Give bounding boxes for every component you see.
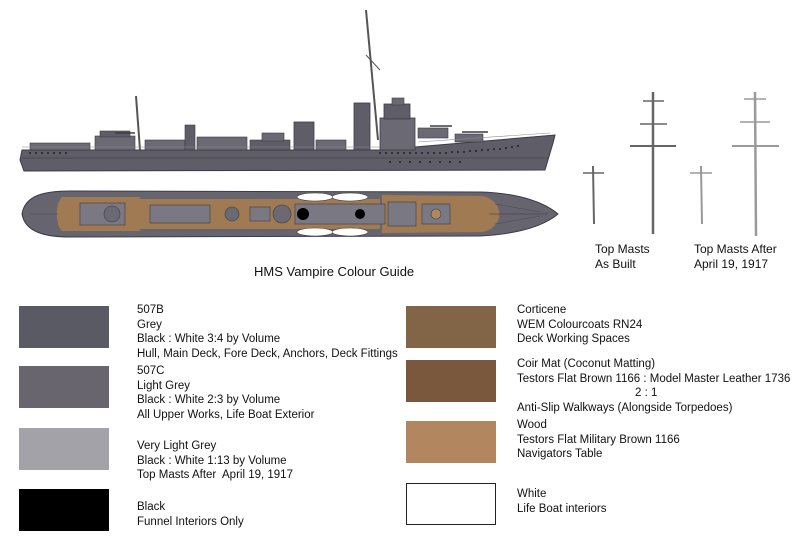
swatch-very-light-grey — [19, 428, 109, 470]
legend-black-name: Black — [137, 501, 166, 513]
mast-caption-as-built: Top Masts As Built — [595, 242, 650, 272]
legend-light-grey: 507C Light Grey Black : White 2:3 by Vol… — [137, 364, 314, 422]
legend-light-grey-mix: Black : White 2:3 by Volume — [137, 394, 281, 406]
legend-very-light-grey: Very Light Grey Black : White 1:13 by Vo… — [137, 439, 293, 483]
swatch-light-grey — [19, 366, 109, 408]
legend-grey-mix: Black : White 3:4 by Volume — [137, 333, 281, 345]
ship-side-profile — [19, 9, 556, 172]
swatch-wood — [406, 421, 496, 463]
legend-coir-mat-name: Coir Mat (Coconut Matting) — [517, 358, 656, 370]
mast-caption-after-line2: April 19, 1917 — [694, 257, 769, 271]
legend-grey-code: 507B — [137, 304, 164, 316]
legend-corticene-use: Deck Working Spaces — [517, 333, 630, 345]
ship-plan-view — [21, 190, 559, 238]
legend-white-use: Life Boat interiors — [517, 502, 607, 515]
swatch-white — [406, 483, 496, 525]
legend-wood-name: Wood — [517, 419, 547, 431]
legend-very-light-grey-use: Top Masts After April 19, 1917 — [137, 469, 293, 481]
top-mast-as-built-small — [583, 165, 604, 225]
legend-white-name: White — [517, 488, 547, 500]
legend-grey-use: Hull, Main Deck, Fore Deck, Anchors, Dec… — [137, 347, 398, 360]
legend-white: White Life Boat interiors — [517, 487, 607, 516]
legend-wood: Wood Testors Flat Military Brown 1166 Na… — [517, 418, 680, 462]
legend-coir-mat: Coir Mat (Coconut Matting) Testors Flat … — [517, 357, 790, 415]
legend-black: Black Funnel Interiors Only — [137, 500, 244, 529]
legend-corticene: Corticene WEM Colourcoats RN24 Deck Work… — [517, 303, 642, 347]
top-mast-as-built-large — [630, 92, 676, 234]
legend-coir-mat-ratio: 2 : 1 — [635, 387, 658, 399]
legend-grey: 507B Grey Black : White 3:4 by Volume Hu… — [137, 303, 398, 361]
top-mast-after-large — [732, 91, 779, 237]
mast-caption-after-line1: Top Masts After — [694, 242, 777, 256]
legend-corticene-paint: WEM Colourcoats RN24 — [517, 318, 643, 331]
legend-light-grey-code: 507C — [137, 365, 165, 377]
legend-black-use: Funnel Interiors Only — [137, 515, 244, 528]
swatch-grey — [19, 306, 109, 348]
mast-caption-as-built-line2: As Built — [595, 257, 636, 271]
legend-coir-mat-paint: Testors Flat Brown 1166 : Model Master L… — [517, 372, 791, 385]
swatch-coir-mat — [406, 360, 496, 402]
legend-light-grey-use: All Upper Works, Life Boat Exterior — [137, 408, 315, 421]
ship-drawing — [19, 9, 779, 238]
top-mast-after-small — [690, 165, 712, 225]
legend-grey-name: Grey — [137, 318, 162, 331]
legend-corticene-name: Corticene — [517, 304, 567, 316]
mast-caption-after: Top Masts After April 19, 1917 — [694, 242, 777, 272]
legend-very-light-grey-mix: Black : White 1:13 by Volume — [137, 454, 287, 467]
swatch-black — [19, 489, 109, 531]
legend-wood-use: Navigators Table — [517, 448, 603, 460]
swatch-corticene — [406, 306, 496, 348]
page-title: HMS Vampire Colour Guide — [254, 264, 415, 279]
legend-light-grey-name: Light Grey — [137, 379, 191, 392]
legend-wood-paint: Testors Flat Military Brown 1166 — [517, 433, 680, 446]
legend-coir-mat-use: Anti-Slip Walkways (Alongside Torpedoes) — [517, 401, 733, 414]
mast-caption-as-built-line1: Top Masts — [595, 242, 650, 256]
legend-very-light-grey-name: Very Light Grey — [137, 440, 217, 452]
